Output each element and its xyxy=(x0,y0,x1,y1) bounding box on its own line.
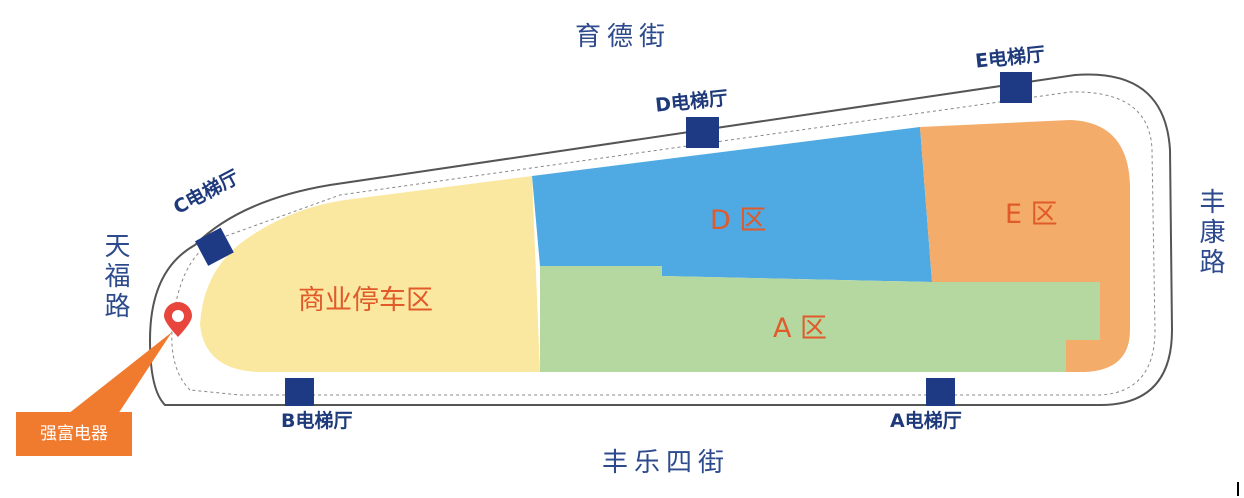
street-south: 丰乐四街 xyxy=(602,448,731,478)
zone-label-a: A 区 xyxy=(773,313,828,344)
callout-pointer xyxy=(68,332,172,414)
street-north: 育德街 xyxy=(575,22,672,52)
zone-e xyxy=(920,120,1130,372)
zone-d xyxy=(532,127,932,282)
elevator-block-e xyxy=(1000,72,1032,103)
zone-a xyxy=(540,266,1100,372)
elevator-label-b: B电梯厅 xyxy=(281,410,353,432)
elevator-block-b xyxy=(285,378,314,406)
street-west: 天福路 xyxy=(100,232,130,322)
store-callout: 强富电器 xyxy=(16,412,132,456)
street-east: 丰康路 xyxy=(1195,188,1225,278)
location-pin-icon xyxy=(164,302,192,337)
elevator-block-c xyxy=(195,227,234,266)
zone-label-e: E 区 xyxy=(1005,199,1058,230)
elevator-block-a xyxy=(926,378,955,406)
elevator-block-d xyxy=(686,117,719,148)
inner-ring xyxy=(171,91,1156,396)
zone-label-commercial: 商业停车区 xyxy=(298,285,433,316)
zone-label-d: D 区 xyxy=(710,205,767,236)
zone-commercial xyxy=(200,176,540,372)
elevator-label-a: A电梯厅 xyxy=(890,410,962,432)
